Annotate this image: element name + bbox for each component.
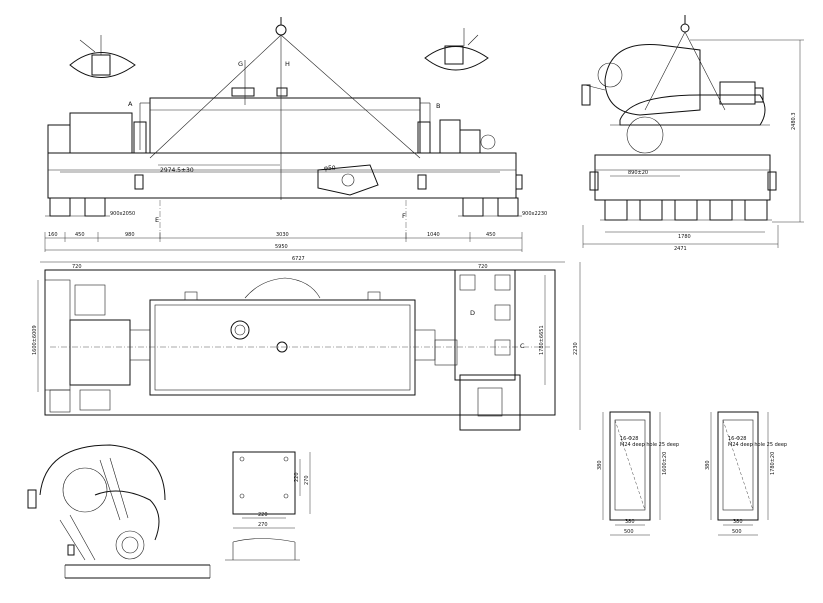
left-support-label: 900x2050 (110, 211, 135, 217)
left-h2: 380 (597, 460, 603, 470)
right-w1: 380 (733, 519, 743, 525)
section-detail-right: 16-Φ28 M24 deep hole 25 deep 380 1780±20… (705, 411, 787, 536)
right-support-label: 900x2230 (522, 211, 547, 217)
dim-450-right: 450 (486, 232, 496, 238)
port-dia-label: φ50 (324, 165, 336, 172)
side-center-label: 890±20 (628, 170, 648, 176)
dim-3030: 3030 (276, 232, 289, 238)
left-note-a: 16-Φ28 (620, 436, 638, 442)
right-h1: 1780±20 (770, 452, 776, 475)
left-note-b: M24 deep hole 25 deep (620, 442, 679, 448)
bolt-270-vertical: 270 (304, 475, 310, 485)
plan-view: 6727 720 720 D C (32, 256, 581, 431)
label-G: G (238, 60, 243, 68)
plan-top-left-label: 720 (72, 264, 82, 270)
label-F: F (402, 212, 406, 220)
left-w1: 380 (625, 519, 635, 525)
plan-left-vertical-label: 1600±6009 (32, 325, 38, 355)
label-H: H (285, 60, 290, 68)
plan-top-right-label: 720 (478, 264, 488, 270)
end-detail-right (424, 28, 489, 71)
right-note-a: 16-Φ28 (728, 436, 746, 442)
bolt-plate-detail: 220 270 220 270 (225, 451, 311, 561)
dim-160: 160 (48, 232, 58, 238)
plan-right-vertical-label: 1780±6651 (539, 325, 545, 355)
plan-depth-label: 2230 (573, 342, 579, 355)
plan-overall-label: 6727 (292, 256, 305, 262)
side-view: 890±20 2480.3 1780 2471 (581, 15, 804, 252)
side-2471-label: 2471 (674, 246, 687, 252)
side-feet (600, 199, 772, 221)
bolt-220-vertical: 220 (294, 472, 300, 482)
left-w2: 500 (624, 529, 634, 535)
front-view: φ50 2974.5±30 A B G H E F 900x2050 900x2… (44, 17, 547, 252)
dim-1040: 1040 (427, 232, 440, 238)
dim-450-left: 450 (75, 232, 85, 238)
label-E: E (155, 216, 159, 224)
dim-980: 980 (125, 232, 135, 238)
side-1780-label: 1780 (678, 234, 691, 240)
front-feet (45, 197, 522, 217)
right-w2: 500 (732, 529, 742, 535)
left-h1: 1600±20 (662, 452, 668, 475)
section-detail-left: 16-Φ28 M24 deep hole 25 deep 380 1600±20… (597, 411, 679, 536)
plan-label-D: D (470, 309, 475, 317)
bolt-220-horizontal: 220 (258, 512, 268, 518)
label-B: B (436, 102, 440, 110)
right-h2: 380 (705, 460, 711, 470)
plan-label-C: C (520, 342, 525, 350)
front-dimension-chain: 160 450 980 3030 1040 450 5950 (44, 232, 523, 252)
volute-detail (27, 444, 211, 579)
lift-span-label: 2974.5±30 (160, 167, 194, 174)
side-height-label: 2480.3 (791, 113, 797, 131)
label-A: A (128, 100, 133, 108)
bolt-270-horizontal: 270 (258, 522, 268, 528)
end-detail-left (69, 35, 136, 78)
right-note-b: M24 deep hole 25 deep (728, 442, 787, 448)
dim-5950: 5950 (275, 244, 288, 250)
